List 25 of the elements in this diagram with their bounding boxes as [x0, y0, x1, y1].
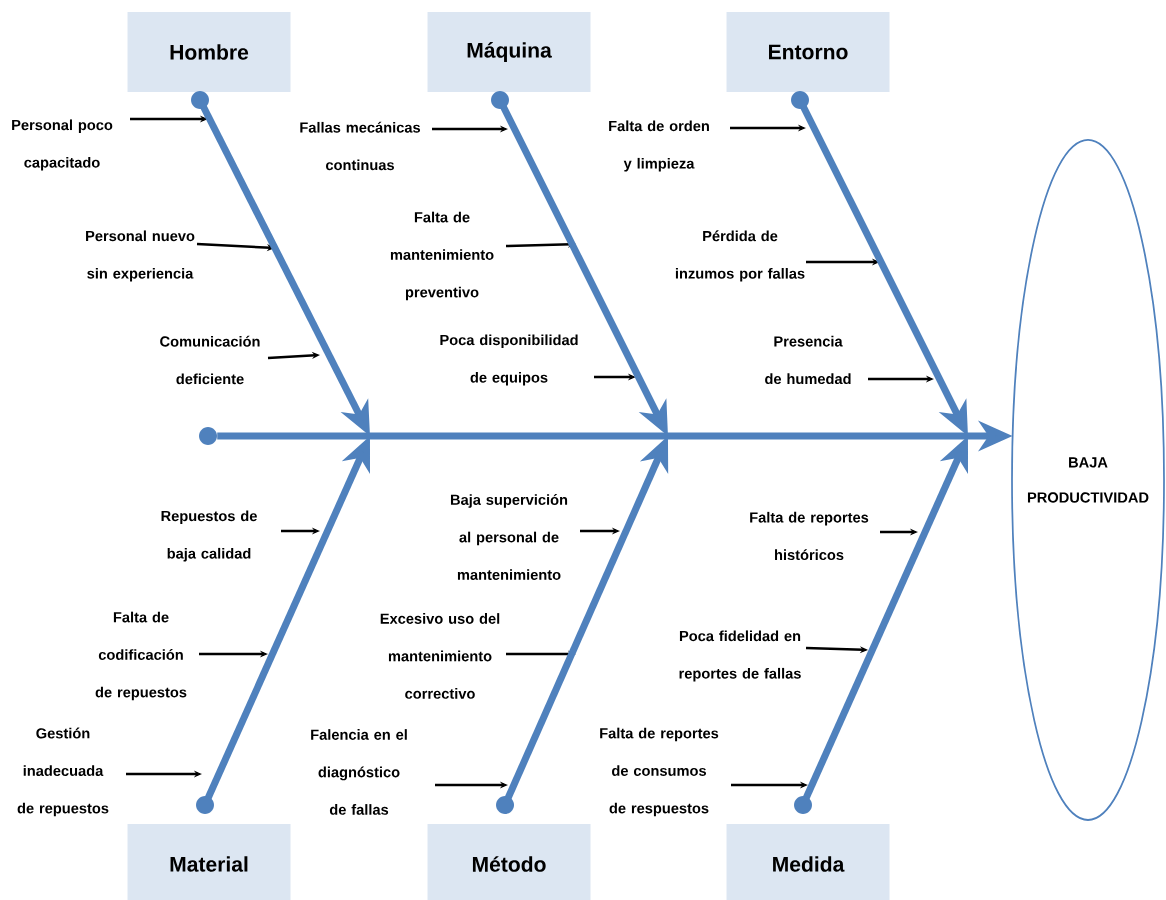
cause-text: Presencia de humedad	[765, 335, 851, 385]
cause-text: Fallas mecánicas continuas	[300, 121, 421, 171]
category-box: Máquina	[427, 12, 591, 92]
cause-text: Poca fidelidad en reportes de fallas	[679, 630, 801, 682]
cause-text: Excesivo uso del mantenimiento correctivo	[380, 613, 500, 699]
cause-text: Falta de reportes históricos	[750, 511, 869, 561]
cause-text: Falta de mantenimiento preventivo	[390, 211, 494, 301]
category-box: Hombre	[127, 12, 291, 92]
category-box: Entorno	[726, 12, 890, 92]
spine-dot	[199, 427, 217, 445]
category-box: Método	[427, 824, 591, 900]
cause-text: Falta de orden y limpieza	[609, 120, 709, 172]
cause-text: Falta de codificación de repuestos	[95, 611, 187, 701]
cause-text: Poca disponibilidad de equipos	[440, 334, 578, 386]
category-box: Material	[127, 824, 291, 900]
cause-text: Repuestos de baja calidad	[161, 510, 257, 562]
cause-text: Falta de reportes de consumos de respuestos	[600, 727, 719, 817]
cause-text: Pérdida de inzumos por fallas	[675, 230, 805, 282]
cause-text: Gestión inadecuada de repuestos	[17, 727, 109, 817]
cause-text: Personal nuevo sin experiencia	[86, 230, 195, 282]
cause-text: Falencia en el diagnóstico de fallas	[311, 729, 407, 815]
cause-text: Personal poco capacitado	[12, 119, 113, 171]
category-box: Medida	[726, 824, 890, 900]
cause-text: Baja supervición al personal de mantenimiento	[451, 494, 568, 580]
cause-text: Comunicación deficiente	[160, 335, 260, 385]
